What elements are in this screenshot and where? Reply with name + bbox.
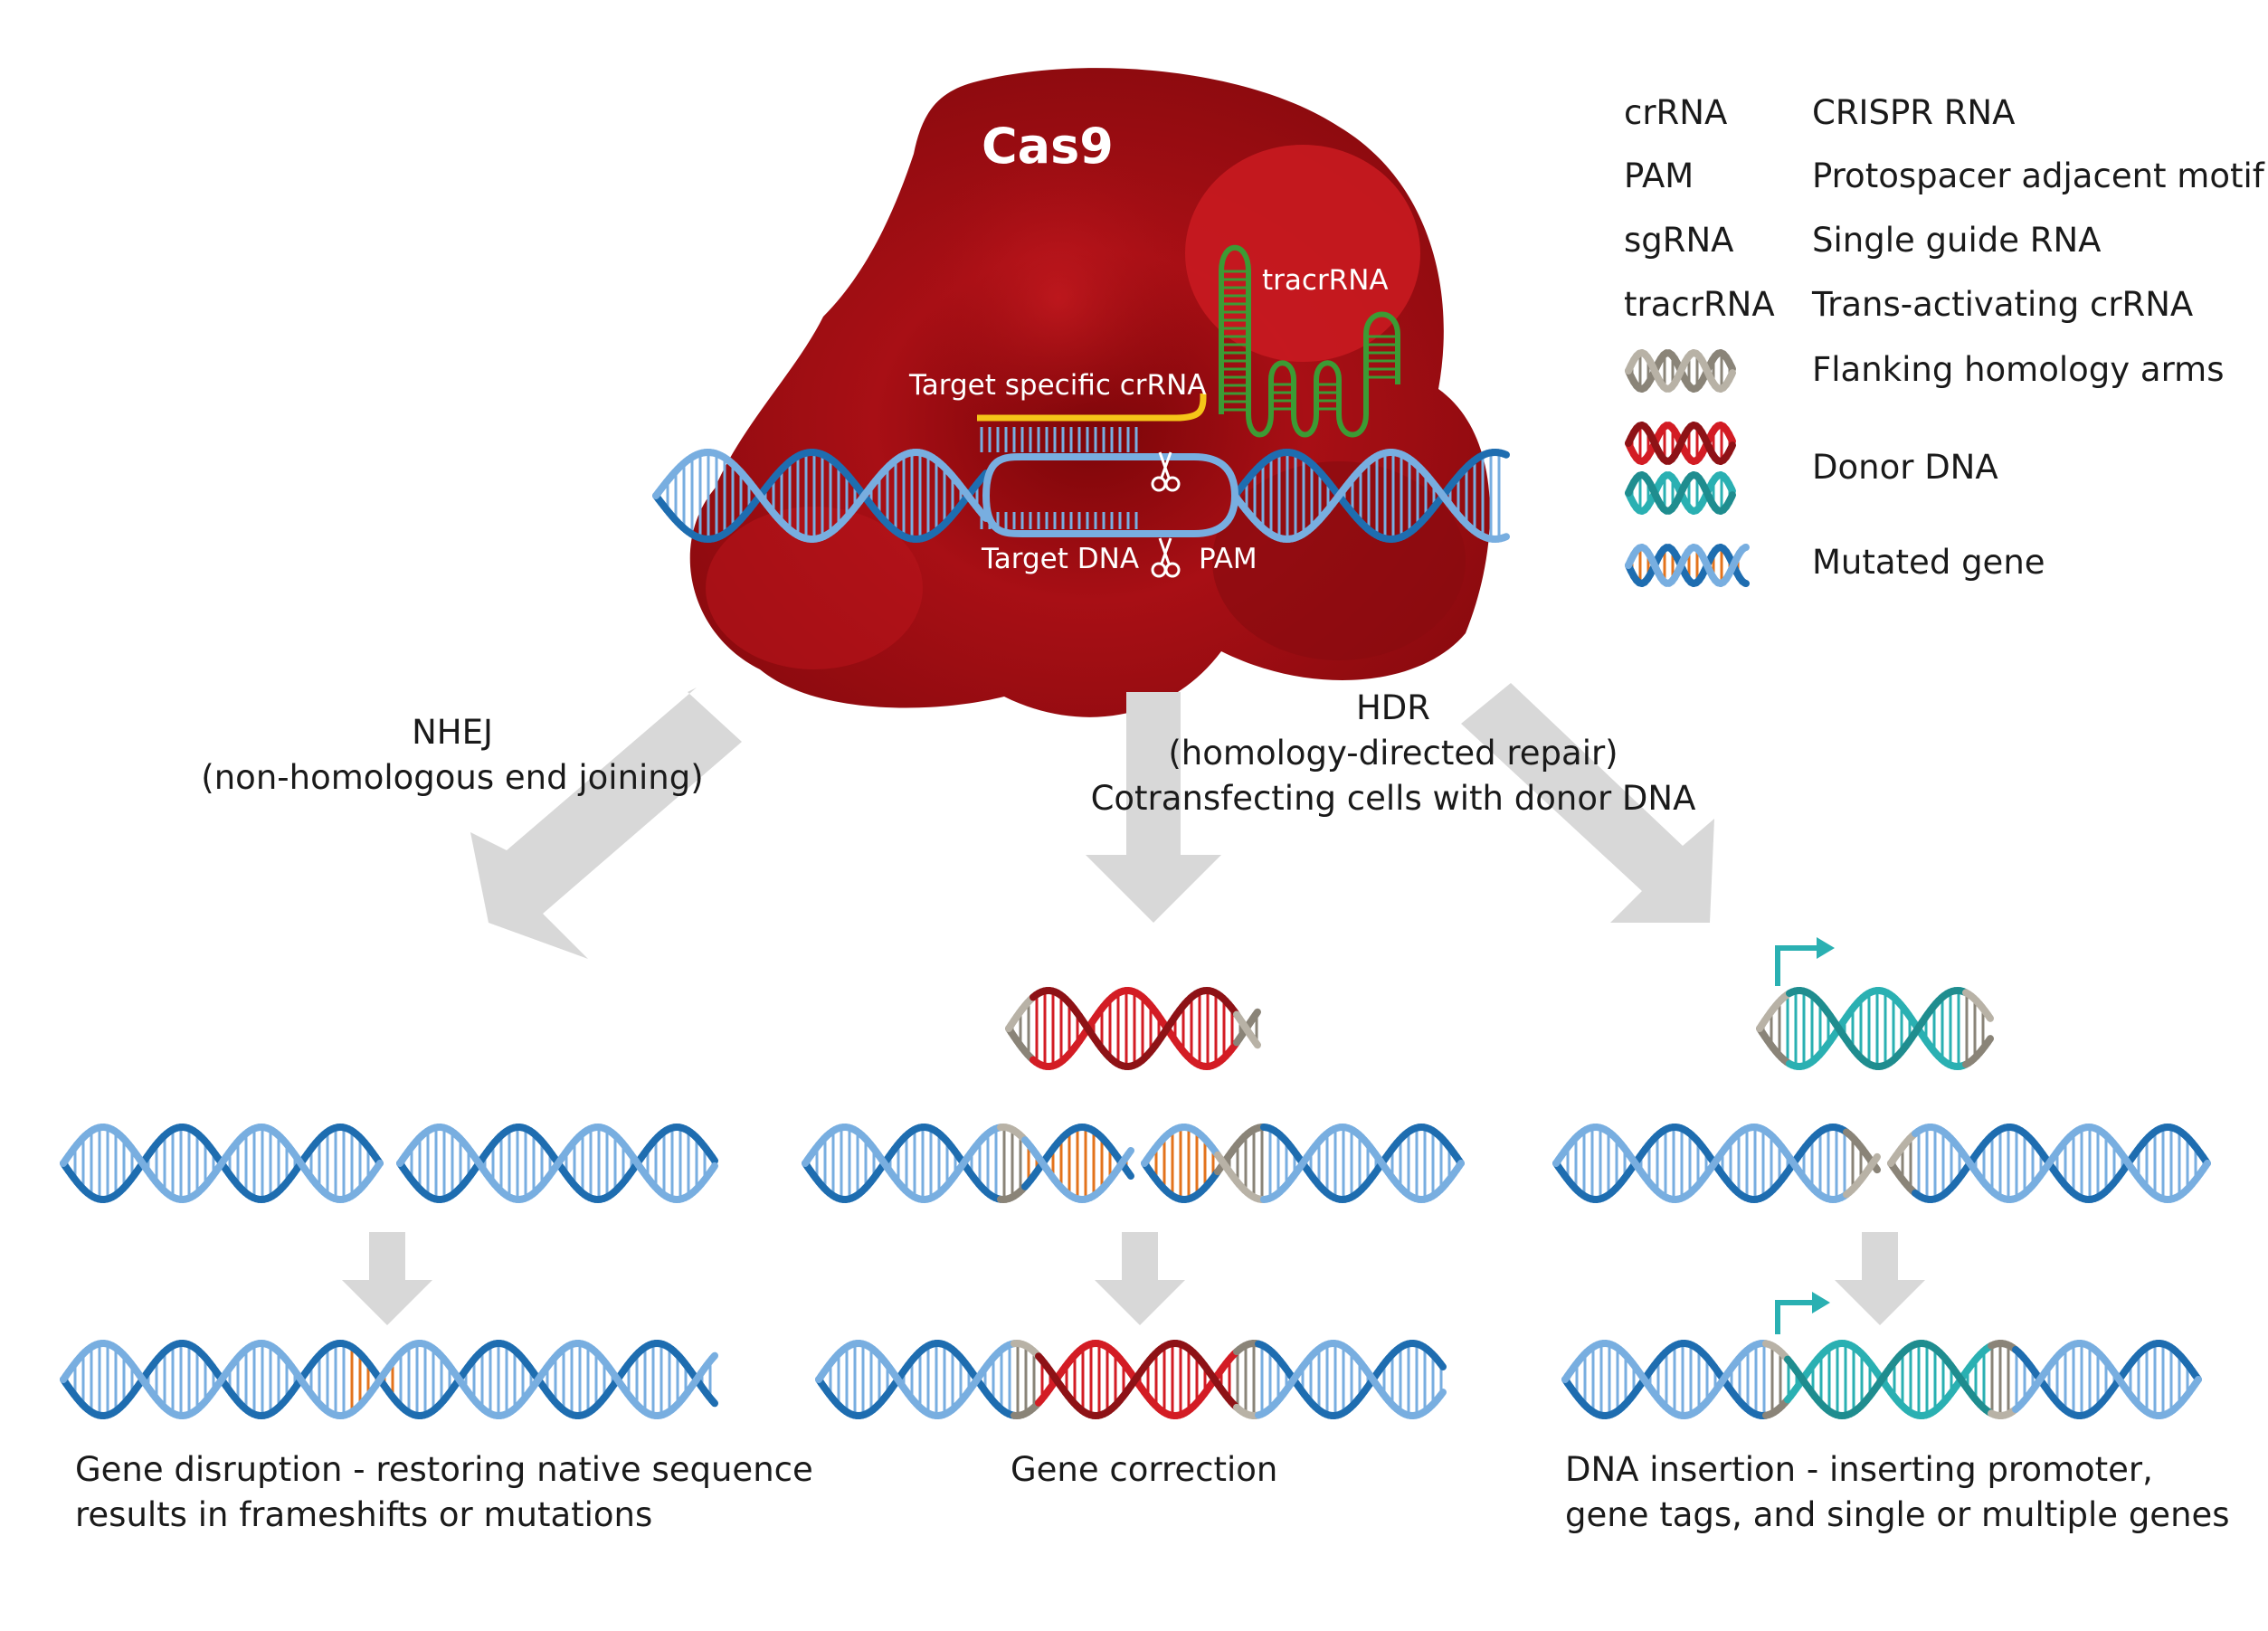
nhej-small-arrow xyxy=(342,1232,432,1325)
crrna-strand xyxy=(977,394,1207,422)
target-dna-rungs xyxy=(980,427,1138,529)
mutated-dna-icon xyxy=(1625,544,1750,587)
glossary-desc: Protospacer adjacent motif xyxy=(1812,156,2264,195)
correction-cut-right-helix xyxy=(1141,1124,1465,1203)
target-dna-right-helix xyxy=(1231,449,1510,543)
glossary-desc: Donor DNA xyxy=(1812,448,1998,487)
scissors-icon-bottom xyxy=(1151,537,1181,578)
insertion-cut-left-helix xyxy=(1552,1124,1881,1203)
promoter-arrow-icon-bottom xyxy=(1775,1292,1830,1334)
glossary-abbr: sgRNA xyxy=(1624,221,1734,260)
hdr-subtitle: (homology-directed repair) xyxy=(1168,734,1618,773)
glossary-desc: Single guide RNA xyxy=(1812,221,2102,260)
tracrrna-structure xyxy=(1219,244,1400,438)
hdr-correction-arrow xyxy=(1086,692,1221,923)
nhej-subtitle: (non-homologous end joining) xyxy=(201,758,704,797)
crrna-label: Target specific crRNA xyxy=(909,369,1207,402)
glossary-desc: Flanking homology arms xyxy=(1812,350,2225,389)
nhej-cut-right-helix xyxy=(396,1124,718,1203)
hdr-note: Cotransfecting cells with donor DNA xyxy=(1090,779,1696,818)
tracrrna-label: tracrRNA xyxy=(1262,264,1389,297)
glossary-abbr: tracrRNA xyxy=(1624,285,1775,324)
correction-small-arrow xyxy=(1095,1232,1185,1325)
target-dna-left-helix xyxy=(652,449,990,543)
glossary-abbr: PAM xyxy=(1624,156,1694,195)
glossary-desc: Trans-activating crRNA xyxy=(1812,285,2194,324)
scissors-icon-top xyxy=(1151,451,1181,492)
hdr-label: HDR (homology-directed repair) Cotransfe… xyxy=(1058,686,1728,821)
target-dna-helix xyxy=(652,449,1510,543)
nhej-label: NHEJ (non-homologous end joining) xyxy=(172,710,733,801)
nhej-repaired-helix xyxy=(60,1340,718,1419)
tracrrna-rungs xyxy=(1221,270,1398,412)
correction-cut-left-helix xyxy=(802,1124,1134,1203)
pam-label: PAM xyxy=(1199,543,1257,575)
hdr-title: HDR xyxy=(1355,688,1431,727)
insertion-cut-right-helix xyxy=(1887,1124,2211,1203)
cas9-protein xyxy=(689,68,1491,717)
donor-dna-icon-teal xyxy=(1625,471,1736,515)
outcome-insertion: DNA insertion - inserting promoter, gene… xyxy=(1565,1450,2230,1534)
target-dna-label: Target DNA xyxy=(982,543,1140,575)
correction-repaired-helix xyxy=(815,1340,1447,1419)
outcome-disruption: Gene disruption - restoring native seque… xyxy=(75,1450,813,1534)
cas9-title: Cas9 xyxy=(982,118,1114,175)
nhej-arrow xyxy=(470,687,742,959)
donor-dna-insertion xyxy=(1756,987,1994,1070)
insertion-small-arrow xyxy=(1835,1232,1925,1325)
glossary-abbr: crRNA xyxy=(1624,93,1728,132)
glossary-desc: CRISPR RNA xyxy=(1812,93,2016,132)
glossary-desc: Mutated gene xyxy=(1812,543,2045,582)
hdr-insertion-arrow xyxy=(1461,683,1714,923)
outcome-correction: Gene correction xyxy=(1011,1450,1278,1489)
grey-dna-icon xyxy=(1625,349,1736,393)
nhej-title: NHEJ xyxy=(412,713,493,752)
donor-dna-icon-red xyxy=(1625,422,1736,465)
insertion-repaired-helix xyxy=(1561,1340,2202,1419)
promoter-arrow-icon-top xyxy=(1775,937,1835,986)
nhej-cut-left-helix xyxy=(60,1124,384,1203)
donor-dna-correction xyxy=(1005,987,1261,1070)
